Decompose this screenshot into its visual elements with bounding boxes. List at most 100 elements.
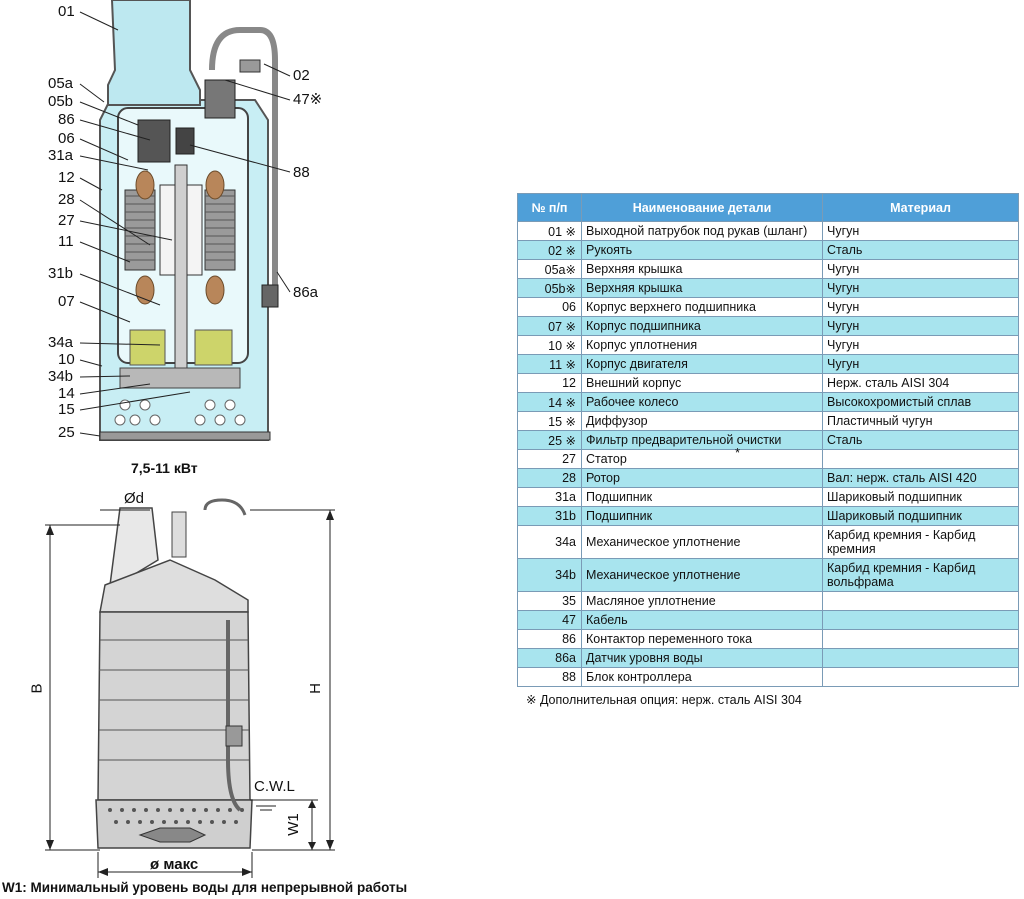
dim-w1: W1 [284,813,302,836]
part-material [822,449,1019,469]
num: 35 [517,591,582,611]
part-material: Шариковый подшипник [822,506,1019,526]
part-name: Подшипник [581,487,823,507]
part-name: Блок контроллера [581,667,823,687]
part-name: Корпус двигателя [581,354,823,374]
num: 12 [517,373,582,393]
table-row: 01 ※Выходной патрубок под рукав (шланг)Ч… [517,221,1019,241]
num: 05a※ [517,259,582,279]
part-name: Рукоять [581,240,823,260]
callout-label: 14 [58,385,75,402]
parts-table-body: 01 ※Выходной патрубок под рукав (шланг)Ч… [517,221,1019,687]
part-material: Чугун [822,278,1019,298]
part-material [822,610,1019,630]
part-name: Корпус верхнего подшипника [581,297,823,317]
callout-label: 27 [58,212,75,229]
part-name: Механическое уплотнение [581,558,823,592]
part-name: Датчик уровня воды [581,648,823,668]
callout-label: 86a [293,284,319,301]
part-material: Вал: нерж. сталь AISI 420 [822,468,1019,488]
part-name: Корпус подшипника [581,316,823,336]
dimension-lines [45,509,335,878]
part-material: Сталь [822,430,1019,450]
col-header-num: № п/п [517,193,582,222]
callout-label: 31b [48,265,74,282]
part-name: Масляное уплотнение [581,591,823,611]
part-name: Подшипник [581,506,823,526]
num: 86 [517,629,582,649]
table-header-row: № п/п Наименование детали Материал [517,193,1019,222]
part-material: Карбид кремния - Карбид вольфрама [822,558,1019,592]
part-material: Карбид кремния - Карбид кремния [822,525,1019,559]
part-name: Диффузор [581,411,823,431]
num: 31b [517,506,582,526]
part-name: Корпус уплотнения [581,335,823,355]
part-name: Верхняя крышка [581,259,823,279]
part-name: Ротор [581,468,823,488]
num: 34b [517,558,582,592]
part-name: Верхняя крышка [581,278,823,298]
callout-label: 86 [58,111,75,128]
callout-label: 12 [58,169,75,186]
part-material [822,648,1019,668]
callout-label: 10 [58,351,75,368]
power-caption: 7,5-11 кВт [131,460,198,476]
col-header-name: Наименование детали [581,193,823,222]
num: 15 ※ [517,411,582,431]
num: 02 ※ [517,240,582,260]
pump-cross-section [99,0,279,441]
dim-dmax: ø макс [150,856,199,873]
part-material: Шариковый подшипник [822,487,1019,507]
part-material: Сталь [822,240,1019,260]
num: 06 [517,297,582,317]
callout-label: 47※ [293,91,323,108]
parts-table: № п/п Наименование детали Материал 01 ※В… [517,193,1019,687]
callout-leaders [79,11,291,437]
num: 28 [517,468,582,488]
part-name: Выходной патрубок под рукав (шланг) [581,221,823,241]
callout-label: 05b [48,93,74,110]
dim-cwl: C.W.L [254,778,295,795]
option-note: ※ Дополнительная опция: нерж. сталь AISI… [526,693,802,707]
part-material: Чугун [822,316,1019,336]
num: 10 ※ [517,335,582,355]
callout-label: 06 [58,130,75,147]
callout-label: 02 [293,67,310,84]
part-name: Механическое уплотнение [581,525,823,559]
part-material: Чугун [822,335,1019,355]
part-material [822,629,1019,649]
callout-label: 28 [58,191,75,208]
part-material: Чугун [822,354,1019,374]
num: 31a [517,487,582,507]
num: 05b※ [517,278,582,298]
num: 11 ※ [517,354,582,374]
part-material: Чугун [822,297,1019,317]
num: 34a [517,525,582,559]
callout-label: 88 [293,164,310,181]
col-header-material: Материал [822,193,1019,222]
callout-label: 34b [48,368,74,385]
callout-label: 01 [58,3,75,20]
part-material: Нерж. сталь AISI 304 [822,373,1019,393]
part-name: Кабель [581,610,823,630]
num: 47 [517,610,582,630]
